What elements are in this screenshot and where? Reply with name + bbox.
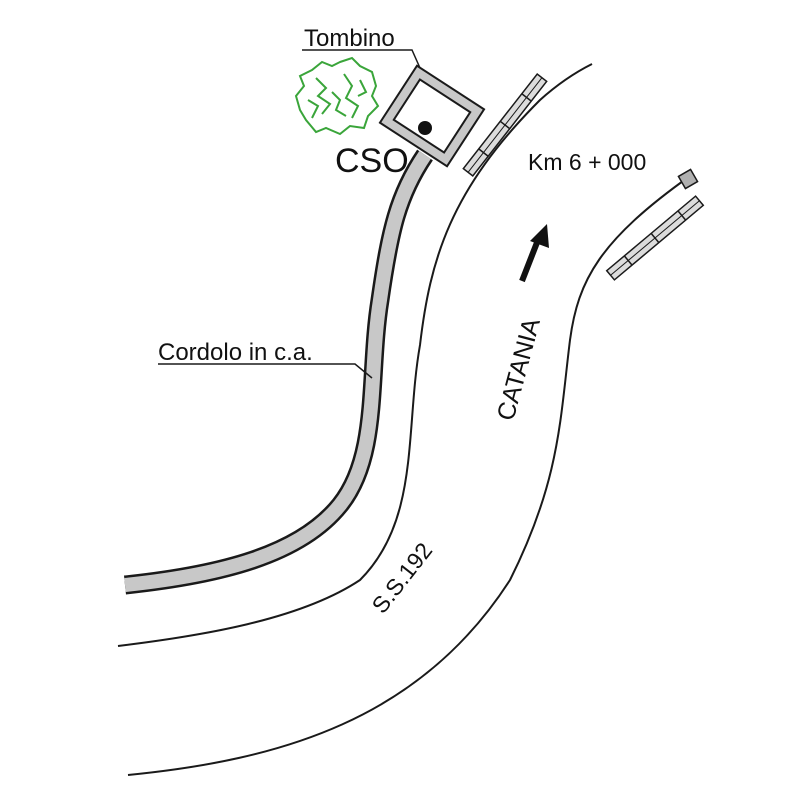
curb-fill (124, 151, 431, 592)
road-right-edge (127, 175, 691, 776)
guardrail-upper (462, 72, 548, 178)
tombino-label: Tombino (304, 25, 395, 52)
direction-arrow-icon (519, 224, 549, 283)
direction-label: CATANIA (492, 315, 546, 424)
road-label: S.S.192 (366, 538, 437, 619)
km-label: Km 6 + 000 (528, 149, 646, 175)
cordolo-leader-line (158, 363, 373, 379)
road-left-edge (117, 63, 593, 647)
tombino-structure (378, 64, 486, 168)
cso-label: CSO (335, 142, 409, 180)
guardrail-lower (605, 195, 705, 281)
cordolo-label: Cordolo in c.a. (158, 339, 313, 366)
km-marker-post (677, 168, 699, 190)
tombino-leader-line (302, 49, 421, 69)
tree-canopy-icon (294, 56, 380, 136)
manhole-dot-icon (418, 121, 432, 135)
